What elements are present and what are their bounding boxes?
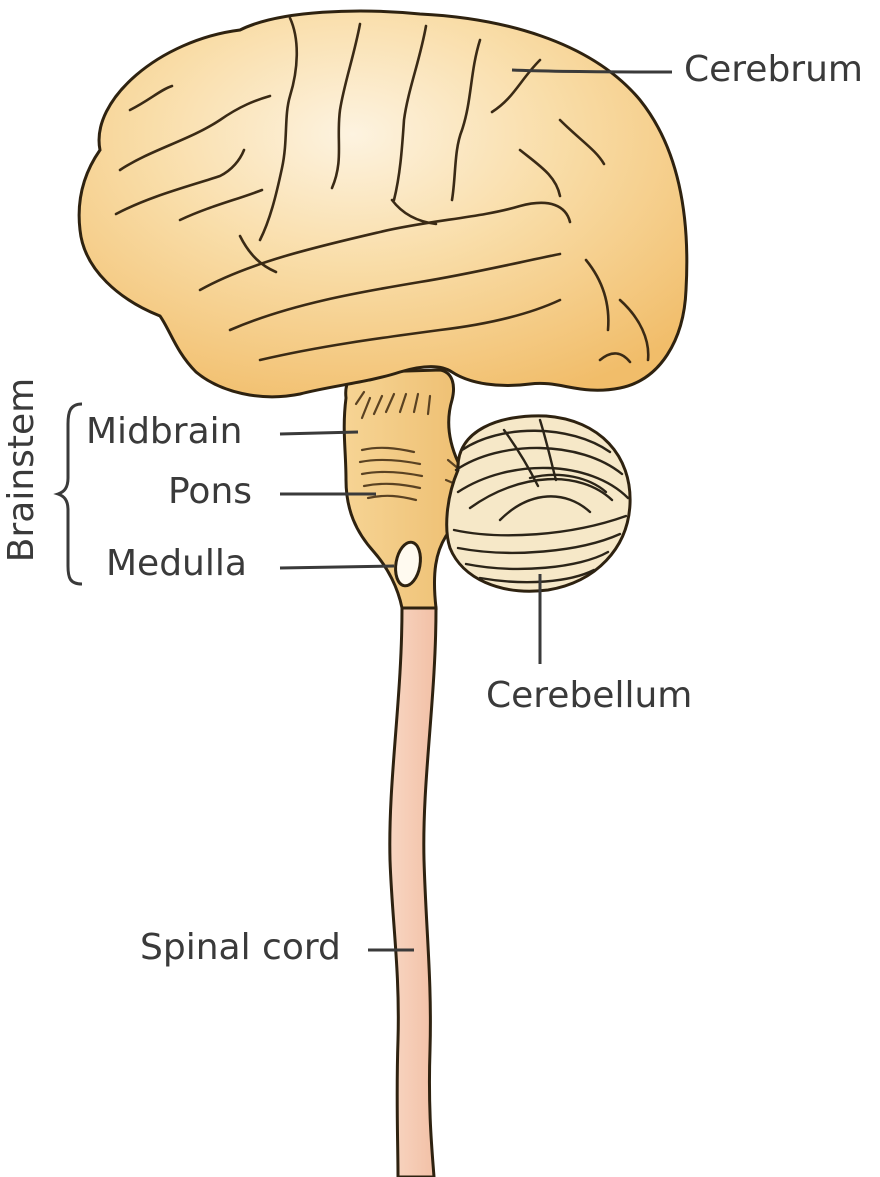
leader-lines xyxy=(53,68,673,952)
label-spinal-cord: Spinal cord xyxy=(140,927,341,968)
leader-medulla xyxy=(279,564,395,570)
cerebellum-shape xyxy=(445,414,632,593)
leader-cerebrum xyxy=(511,68,673,74)
label-pons: Pons xyxy=(168,471,253,512)
medulla-olive xyxy=(394,540,422,588)
label-cerebrum: Cerebrum xyxy=(684,49,863,90)
cerebrum-shape xyxy=(77,9,689,399)
leader-midbrain xyxy=(279,430,359,436)
label-brainstem: Brainstem xyxy=(1,377,42,563)
label-medulla: Medulla xyxy=(106,543,247,584)
cerebrum-sulci xyxy=(114,16,650,364)
label-midbrain: Midbrain xyxy=(86,411,243,452)
midbrain-hatching xyxy=(354,390,432,420)
label-cerebellum: Cerebellum xyxy=(486,675,693,716)
brainstem-shape xyxy=(342,368,466,610)
brainstem-bracket xyxy=(53,402,83,586)
spinal-cord-shape xyxy=(388,606,438,1177)
